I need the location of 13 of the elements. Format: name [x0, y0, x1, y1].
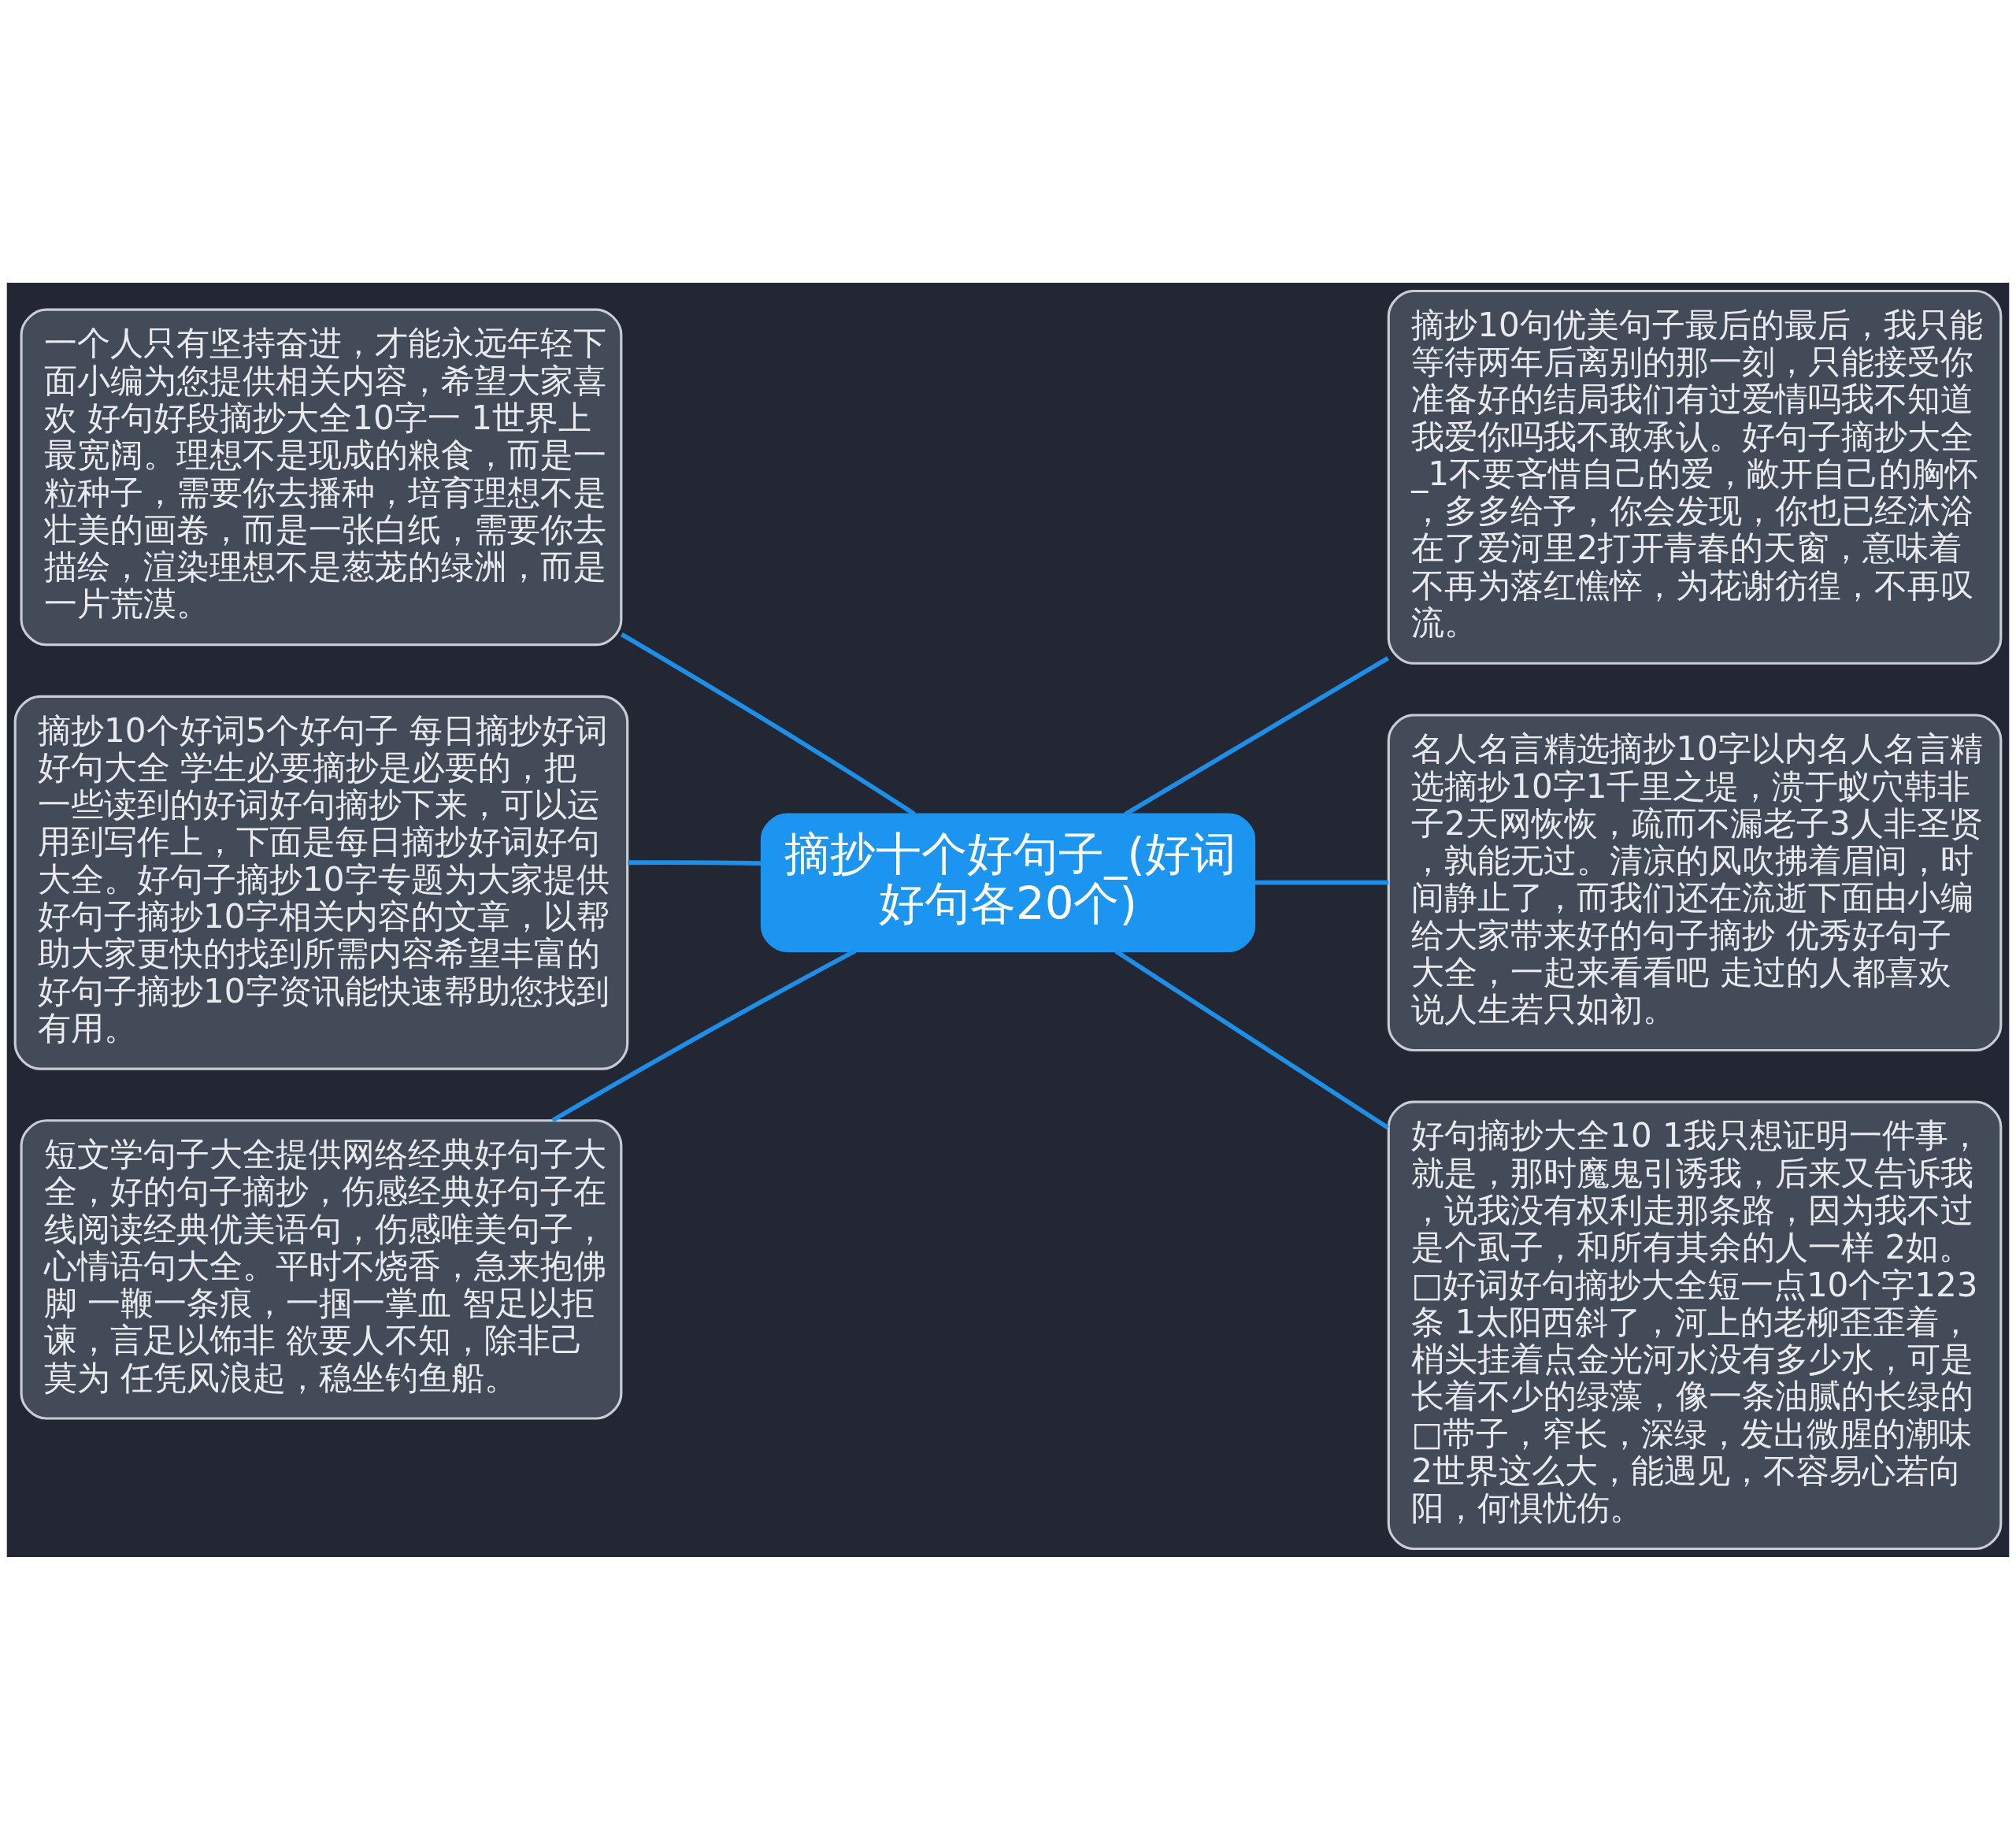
node-box: 摘抄10个好词5个好句子 每日摘抄好词好句大全 学生必要摘抄是必要的，把一些读到的好词好句摘抄下来，可以运用到写作上，下面是每日摘抄好词好句大全。好句子摘抄10字专题为大家提供好句子摘抄10字相关内容的文章，以帮助大家更快的找到所需内容希望丰富的好句子摘抄10字资讯能快速帮助您找到有用。	[13, 695, 629, 1070]
node-box: 好句摘抄大全10 1我只想证明一件事，就是，那时魔鬼引诱我，后来又告诉我，说我没有权利走那条路，因为我不过是个虱子，和所有其余的人一样 2如。□好词好句摘抄大全短一点10个字123条 1太阳西斜了，河上的老柳歪歪着，梢头挂着点金光河水没有多少水，可是长着不少的绿藻，像一条油腻的长绿的□带子，窄长，深绿，发出微腥的潮味 2世界这么大，能遇见，不容易心若向阳，何惧忧伤。	[1387, 1100, 2003, 1550]
connector	[551, 948, 857, 1122]
node-box: 短文学句子大全提供网络经典好句子大全，好的句子摘抄，伤感经典好句子在线阅读经典优美语句，伤感唯美句子，心情语句大全。平时不烧香，急来抱佛脚 一鞭一条痕，一掴一掌血 智足以拒谏，言足以饰非 欲要人不知，除非己莫为 任凭风浪起，稳坐钓鱼船。	[20, 1118, 623, 1420]
node-box: 名人名言精选摘抄10字以内名人名言精选摘抄10字1千里之堤，溃于蚁穴韩非子2天网恢恢，疏而不漏老子3人非圣贤，孰能无过。清凉的风吹拂着眉间，时间静止了，而我们还在流逝下面由小编给大家带来好的句子摘抄 优秀好句子大全，一起来看看吧 走过的人都喜欢说人生若只如初。	[1387, 713, 2003, 1051]
node-box: 摘抄10句优美句子最后的最后，我只能等待两年后离别的那一刻，只能接受你准备好的结局我们有过爱情吗我不知道我爱你吗我不敢承认。好句子摘抄大全_1不要吝惜自己的爱，敞开自己的胸怀，多多给予，你会发现，你也已经沐浴在了爱河里2打开青春的天窗，意味着不再为落红憔悴，为花谢彷徨，不再叹流。	[1387, 289, 2003, 665]
node-box: 一个人只有坚持奋进，才能永远年轻下面小编为您提供相关内容，希望大家喜欢 好句好段摘抄大全10字一 1世界上最宽阔。理想不是现成的粮食，而是一粒种子，需要你去播种，培育理想不是壮美的画卷，而是一张白纸，需要你去描绘，渲染理想不是葱茏的绿洲，而是一片荒漠。	[20, 308, 623, 646]
connector	[1254, 880, 1389, 885]
connector	[1114, 949, 1390, 1129]
node-box: 摘抄十个好句子_(好词好句各20个)	[760, 812, 1256, 952]
connector	[621, 632, 916, 816]
connector	[628, 859, 762, 866]
connector	[1124, 655, 1389, 816]
